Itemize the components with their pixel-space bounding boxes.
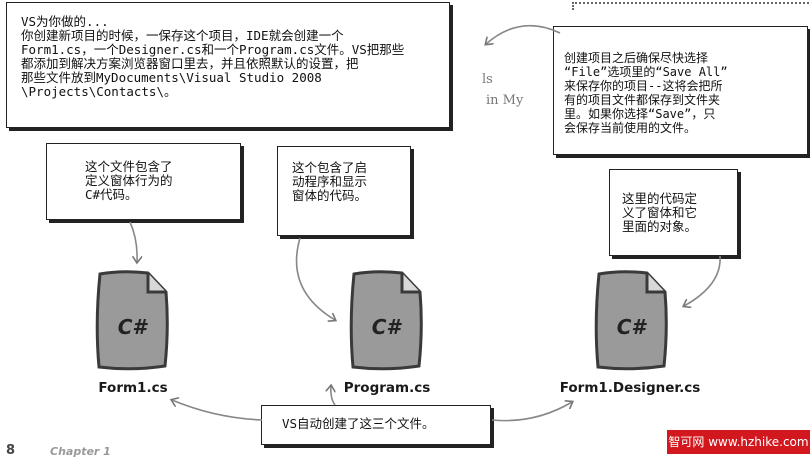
designer-file-icon: C# <box>594 270 668 371</box>
background-text-fragment: ls <box>482 72 493 87</box>
page-number: 8 <box>6 443 16 458</box>
program-file-icon: C# <box>349 270 423 371</box>
form1-file-icon: C# <box>95 270 169 371</box>
arrow-bottom-to-program <box>331 386 335 406</box>
arrow-bottom-to-form1 <box>172 400 263 421</box>
csharp-glyph: C# <box>617 315 648 339</box>
chapter-label: Chapter 1 <box>50 445 111 458</box>
arrow-note-to-designer <box>684 255 721 306</box>
program-file-label: Program.cs <box>343 380 431 396</box>
form1-note: 这个文件包含了 定义窗体行为的 C#代码。 <box>46 143 241 220</box>
arrow-note-to-form1 <box>129 221 137 262</box>
csharp-glyph: C# <box>372 315 403 339</box>
designer-file-label: Form1.Designer.cs <box>559 380 701 396</box>
background-text-fragment: in My <box>486 93 524 108</box>
save-all-callout: 创建项目之后确保尽快选择 “File”选项里的“Save All” 来保存你的项… <box>553 26 808 155</box>
watermark: 智可网 www.hzhike.com <box>667 430 810 454</box>
program-note: 这个包含了启 动程序和显示 窗体的代码。 <box>277 146 411 236</box>
form1-file-label: Form1.cs <box>98 380 168 396</box>
vs-did-callout: VS为你做的... 你创建新项目的时候，一保存这个项目，IDE就会创建一个 Fo… <box>6 2 450 128</box>
arrow-bottom-to-designer <box>491 402 572 422</box>
dotted-border-fragment <box>572 2 810 10</box>
auto-created-callout: VS自动创建了这三个文件。 <box>261 405 491 445</box>
csharp-glyph: C# <box>118 315 149 339</box>
arrow-note-to-program <box>295 237 335 320</box>
arrow-save-to-vs <box>486 24 561 44</box>
designer-note: 这里的代码定 义了窗体和它 里面的对象。 <box>609 169 738 256</box>
